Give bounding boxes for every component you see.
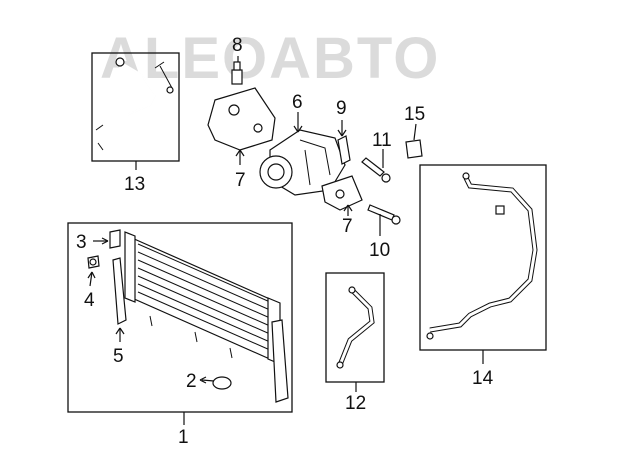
callout-11: 11 <box>372 130 392 151</box>
box-14-pipe <box>419 164 547 351</box>
bolt-4 <box>87 255 100 269</box>
callout-2: 2 <box>186 371 197 392</box>
callout-7-upper: 7 <box>235 170 246 191</box>
watermark-text: ALEOABTO <box>100 26 440 91</box>
watermark: ALEOABTO <box>100 26 440 91</box>
box-1-frame <box>67 222 293 413</box>
callout-14: 14 <box>472 368 494 389</box>
callout-10: 10 <box>369 240 390 261</box>
callout-15: 15 <box>404 104 425 125</box>
bracket-7-upper <box>207 87 276 151</box>
callout-3: 3 <box>76 232 87 253</box>
compressor-group <box>207 61 423 225</box>
clip-15 <box>405 139 423 159</box>
seal-right <box>271 319 289 403</box>
callout-5: 5 <box>113 346 124 367</box>
seal-5 <box>112 257 127 325</box>
callouts: 1 2 3 4 5 6 7 7 8 9 10 11 12 13 14 15 <box>76 35 494 448</box>
callout-8: 8 <box>232 35 243 56</box>
bolt-11 <box>361 157 385 177</box>
hose-13-fitting <box>115 57 125 67</box>
bracket-3 <box>109 229 121 249</box>
callout-12: 12 <box>345 393 366 414</box>
leader-lines <box>87 56 484 425</box>
leader-4 <box>89 271 93 287</box>
condenser-core <box>124 231 281 365</box>
box-12-hose <box>325 272 385 383</box>
bolt-10 <box>367 204 395 221</box>
bolt-8 <box>231 61 243 85</box>
leader-2 <box>201 379 215 382</box>
callout-1: 1 <box>178 427 189 448</box>
compressor-6 <box>259 129 346 196</box>
box-1-condenser <box>67 222 293 413</box>
callout-6: 6 <box>292 92 303 113</box>
callout-7-lower: 7 <box>342 216 353 237</box>
leader-15 <box>413 123 417 141</box>
part-9 <box>337 135 351 165</box>
box-14-frame <box>419 164 547 351</box>
callout-9: 9 <box>336 98 347 119</box>
box-12-frame <box>325 272 385 383</box>
callout-13: 13 <box>124 174 145 195</box>
plug-2 <box>212 376 232 390</box>
callout-4: 4 <box>84 290 95 311</box>
